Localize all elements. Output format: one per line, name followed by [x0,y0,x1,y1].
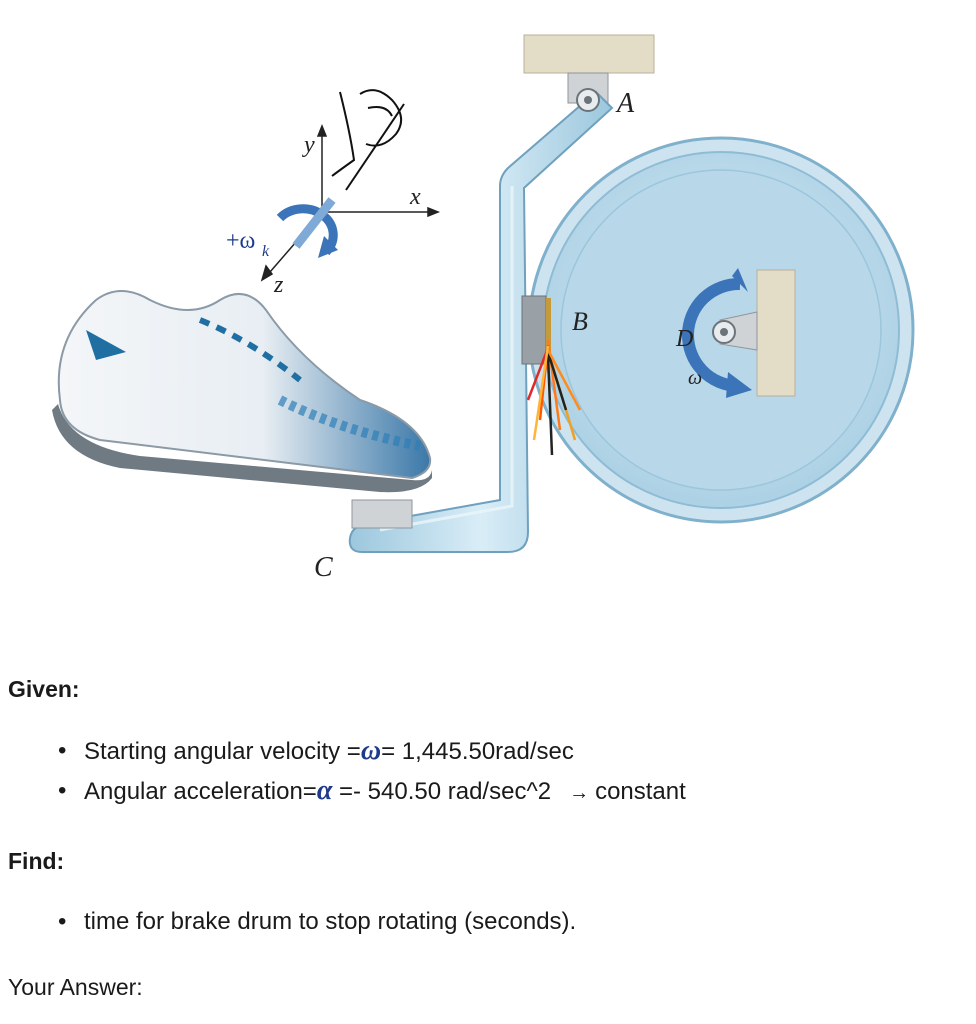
label-a: A [615,88,635,119]
label-z-axis: z [273,272,284,298]
label-y-axis: y [302,132,315,158]
brake-pad-b [521,295,547,365]
brake-drum-diagram: A B C D ω y x z +ω k [52,34,915,583]
label-c: C [314,552,333,583]
label-b: B [572,307,588,336]
omega-arrowhead [726,372,752,398]
label-omega-k-sub: k [262,243,270,260]
find-heading: Find: [8,848,65,874]
label-x-axis: x [409,184,421,210]
brake-lever [348,90,614,553]
hand-sketch [331,89,405,191]
your-answer-label: Your Answer: [8,974,143,1000]
label-omega-k: +ω [226,228,255,254]
pedal-pad-c [351,499,413,529]
friction-sparks [526,339,582,456]
label-omega: ω [688,367,702,389]
rotation-vector [276,197,338,258]
given-heading: Given: [8,676,80,702]
given-item-angular-acceleration: Angular acceleration=α =- 540.50 rad/sec… [58,771,686,811]
right-arrow-icon: → [569,782,590,804]
omega-rotation-arrow [682,277,741,392]
shoe-illustration [52,290,432,493]
find-list: time for brake drum to stop rotating (se… [58,902,576,942]
alpha-symbol: α [316,775,333,806]
find-item-time-to-stop: time for brake drum to stop rotating (se… [58,902,576,942]
given-list: Starting angular velocity =ω= 1,445.50ra… [58,731,686,811]
omega-symbol: ω [360,735,382,766]
ceiling-support [523,34,655,74]
drum-support-d [756,269,796,397]
given-item-starting-velocity: Starting angular velocity =ω= 1,445.50ra… [58,731,686,771]
label-d: D [675,326,693,352]
